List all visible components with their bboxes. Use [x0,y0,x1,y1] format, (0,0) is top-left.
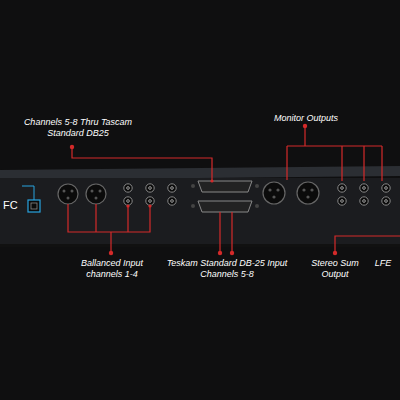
leader-lines [68,126,400,253]
callout-label: Stereo Sum Output [305,258,365,280]
callout-label: Teskam Standard DB-25 Input Channels 5-8 [158,258,296,280]
callout-label: Monitor Outputs [266,113,346,124]
brand-text: FC [3,200,23,211]
callout-label: Channels 5-8 Thru Tascam Standard DB25 [22,117,134,139]
callout-label: LFE [370,258,396,269]
callout-label: Ballanced Input channels 1-4 [71,258,153,280]
